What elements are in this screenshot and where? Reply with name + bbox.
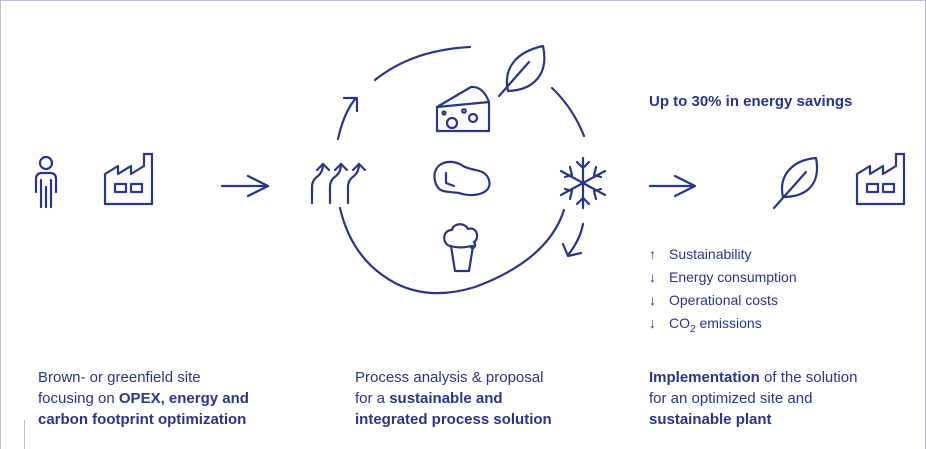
cheese-icon [435, 85, 491, 133]
energy-savings-headline: Up to 30% in energy savings [649, 93, 853, 110]
arrow-up-icon: ↑ [649, 246, 656, 262]
factory-icon [855, 152, 906, 206]
arrow-down-icon: ↓ [649, 315, 656, 331]
meat-icon [433, 160, 491, 197]
factory-icon [103, 152, 154, 206]
cycle-arrow-up-icon [336, 96, 359, 141]
heat-waves-icon [310, 162, 367, 205]
benefits-list: ↑Sustainability ↓Energy consumption ↓Ope… [649, 243, 797, 341]
cycle-arrow-down-icon [561, 222, 585, 258]
snowflake-icon [559, 156, 607, 210]
benefit-item: ↓Energy consumption [649, 266, 797, 289]
benefit-item: ↓CO2 emissions [649, 312, 797, 341]
implementation-description: Implementation of the solution for an op… [649, 369, 858, 428]
person-icon [34, 155, 58, 209]
arrow-down-icon: ↓ [649, 269, 656, 285]
arrow-down-icon: ↓ [649, 292, 656, 308]
frame-divider [24, 420, 25, 449]
benefit-item: ↑Sustainability [649, 243, 797, 266]
arrow-right-icon [220, 174, 270, 198]
process-description: Process analysis & proposal for a sustai… [355, 369, 552, 428]
site-description: Brown- or greenfield site focusing on OP… [38, 369, 249, 428]
beer-icon [443, 223, 479, 273]
frame-border-top [0, 0, 926, 1]
cycle-ring [338, 45, 586, 295]
leaf-icon [497, 44, 546, 98]
arrow-right-icon [648, 174, 697, 198]
benefit-item: ↓Operational costs [649, 289, 797, 312]
frame-border-left [0, 0, 1, 449]
leaf-icon [772, 156, 819, 210]
